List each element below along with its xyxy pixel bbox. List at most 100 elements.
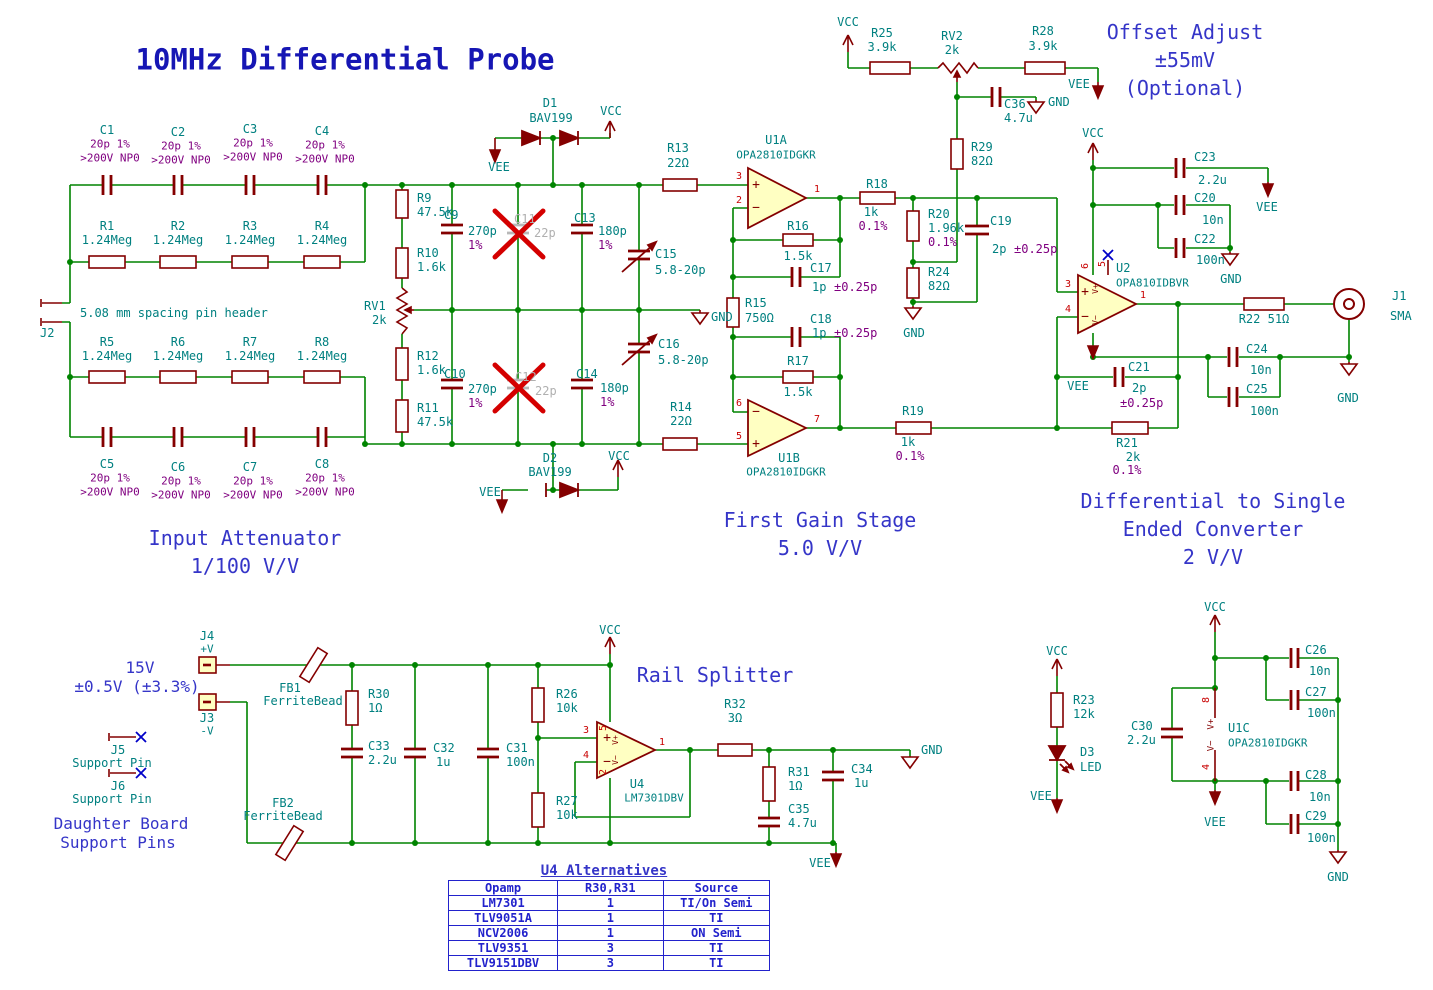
tol-c1: >200V NP0 [80,151,140,165]
val-r7: 1.24Meg [224,349,276,363]
part-u1a: OPA2810IDGKR [736,148,816,162]
ref-r21: R21 [1116,436,1138,450]
val-r24: 82Ω [928,279,950,293]
section-diff-single-1: Differential to Single [1080,489,1346,513]
val-c4: 20p 1% [305,138,345,152]
val-r26: 10k [556,701,578,715]
table-title: U4 Alternatives [540,863,668,879]
ref-r16: R16 [787,219,809,233]
val-c25: 100n [1250,404,1279,418]
table-cell: 3 [557,940,664,956]
val-j5: Support Pin [72,756,152,770]
ref-c15: C15 [655,247,677,261]
net-vee-d3: VEE [1030,789,1052,803]
pin-u4-1: 1 [658,737,666,748]
ref-c35: C35 [788,802,810,816]
val-d1: BAV199 [529,111,573,125]
ref-d2: D2 [542,451,558,465]
net-gnd-c22: GND [1220,272,1242,286]
val-r11: 47.5k [417,415,454,429]
ref-c27: C27 [1305,685,1327,699]
ref-j5: J5 [110,743,126,757]
val-c16: 5.8-20p [658,353,709,367]
table-cell: TLV9051A [447,910,559,926]
ref-c2: C2 [170,125,186,139]
val-r1: 1.24Meg [81,233,133,247]
pin-u1b-6: 6 [735,398,743,409]
ref-c22: C22 [1194,232,1216,246]
tol-c7: >200V NP0 [223,488,283,502]
val-j3: -V [200,724,214,738]
ref-c16: C16 [658,337,680,351]
ref-u1a: U1A [765,133,787,147]
tol-c9: 1% [468,238,483,252]
ref-r20: R20 [928,207,950,221]
val-c15: 5.8-20p [655,263,706,277]
no-connect-marks [135,249,1114,779]
val-r4: 1.24Meg [296,233,348,247]
capacitor-symbols [101,87,1300,834]
ref-r17: R17 [787,354,809,368]
ref-c13: C13 [574,211,596,225]
val-r12: 1.6k [417,363,446,377]
ref-r9: R9 [417,191,432,205]
table-col-2: Source [662,880,771,896]
net-gnd-offset: GND [1048,95,1070,109]
table-cell: TI [662,940,771,956]
section-diff-single-2: Ended Converter [1122,517,1304,541]
ref-fb1: FB1 [279,681,301,695]
val-rv1: 2k [372,313,387,327]
pin-u1c-8: 8 [1201,696,1212,704]
val-r2: 1.24Meg [152,233,204,247]
ref-c12: C12 [515,370,537,384]
sign-u1b-plus: + [752,436,760,452]
ref-r11: R11 [417,401,439,415]
tol-r18: 0.1% [858,219,888,233]
ref-c26: C26 [1305,643,1327,657]
section-offset-2: ±55mV [1154,48,1216,72]
ref-r30: R30 [368,687,390,701]
val-r17: 1.5k [783,385,813,399]
ref-fb2: FB2 [272,796,294,810]
pin-u1c-4: 4 [1201,763,1212,771]
note-15v-2: ±0.5V (±3.3%) [74,677,200,696]
tol-c6: >200V NP0 [151,488,211,502]
ref-r22: R22 51Ω [1238,312,1290,326]
pin-u1b-5: 5 [735,431,743,442]
ferrite-bead-symbols [274,646,329,862]
val-r14: 22Ω [670,414,692,428]
ref-j1: J1 [1392,289,1407,303]
ref-c32: C32 [433,741,455,755]
val-c33: 2.2u [368,753,397,767]
net-vcc-r23: VCC [1046,644,1068,658]
tol-c2: >200V NP0 [151,153,211,167]
ref-r28: R28 [1032,24,1054,38]
tol-c13: 1% [598,238,613,252]
ref-c10: C10 [444,367,466,381]
connector-j1-sma [1333,288,1365,320]
val-c7: 20p 1% [233,474,273,488]
pin-u2-6: 6 [1080,262,1091,270]
sign-u4-plus: + [603,730,611,746]
val-c26: 10n [1309,664,1331,678]
val-c20: 10n [1202,213,1224,227]
sign-u1a-plus: + [752,177,760,193]
net-vee-rail: VEE [809,856,831,870]
schematic-title: 10MHz Differential Probe [135,42,555,77]
section-daughter-1: Daughter Board [53,814,189,833]
val-r25: 3.9k [867,40,897,54]
pin-u4-4: 4 [582,750,590,761]
val-r23: 12k [1073,707,1095,721]
ref-c7: C7 [242,460,258,474]
val-c27: 100n [1307,706,1336,720]
ref-c6: C6 [170,460,186,474]
net-vcc-offset: VCC [837,15,859,29]
val-c32: 1u [436,755,451,769]
ref-c24: C24 [1246,342,1268,356]
val-c36: 4.7u [1004,111,1033,125]
val-c18: 1p [812,326,827,340]
tol-c3: >200V NP0 [223,150,283,164]
